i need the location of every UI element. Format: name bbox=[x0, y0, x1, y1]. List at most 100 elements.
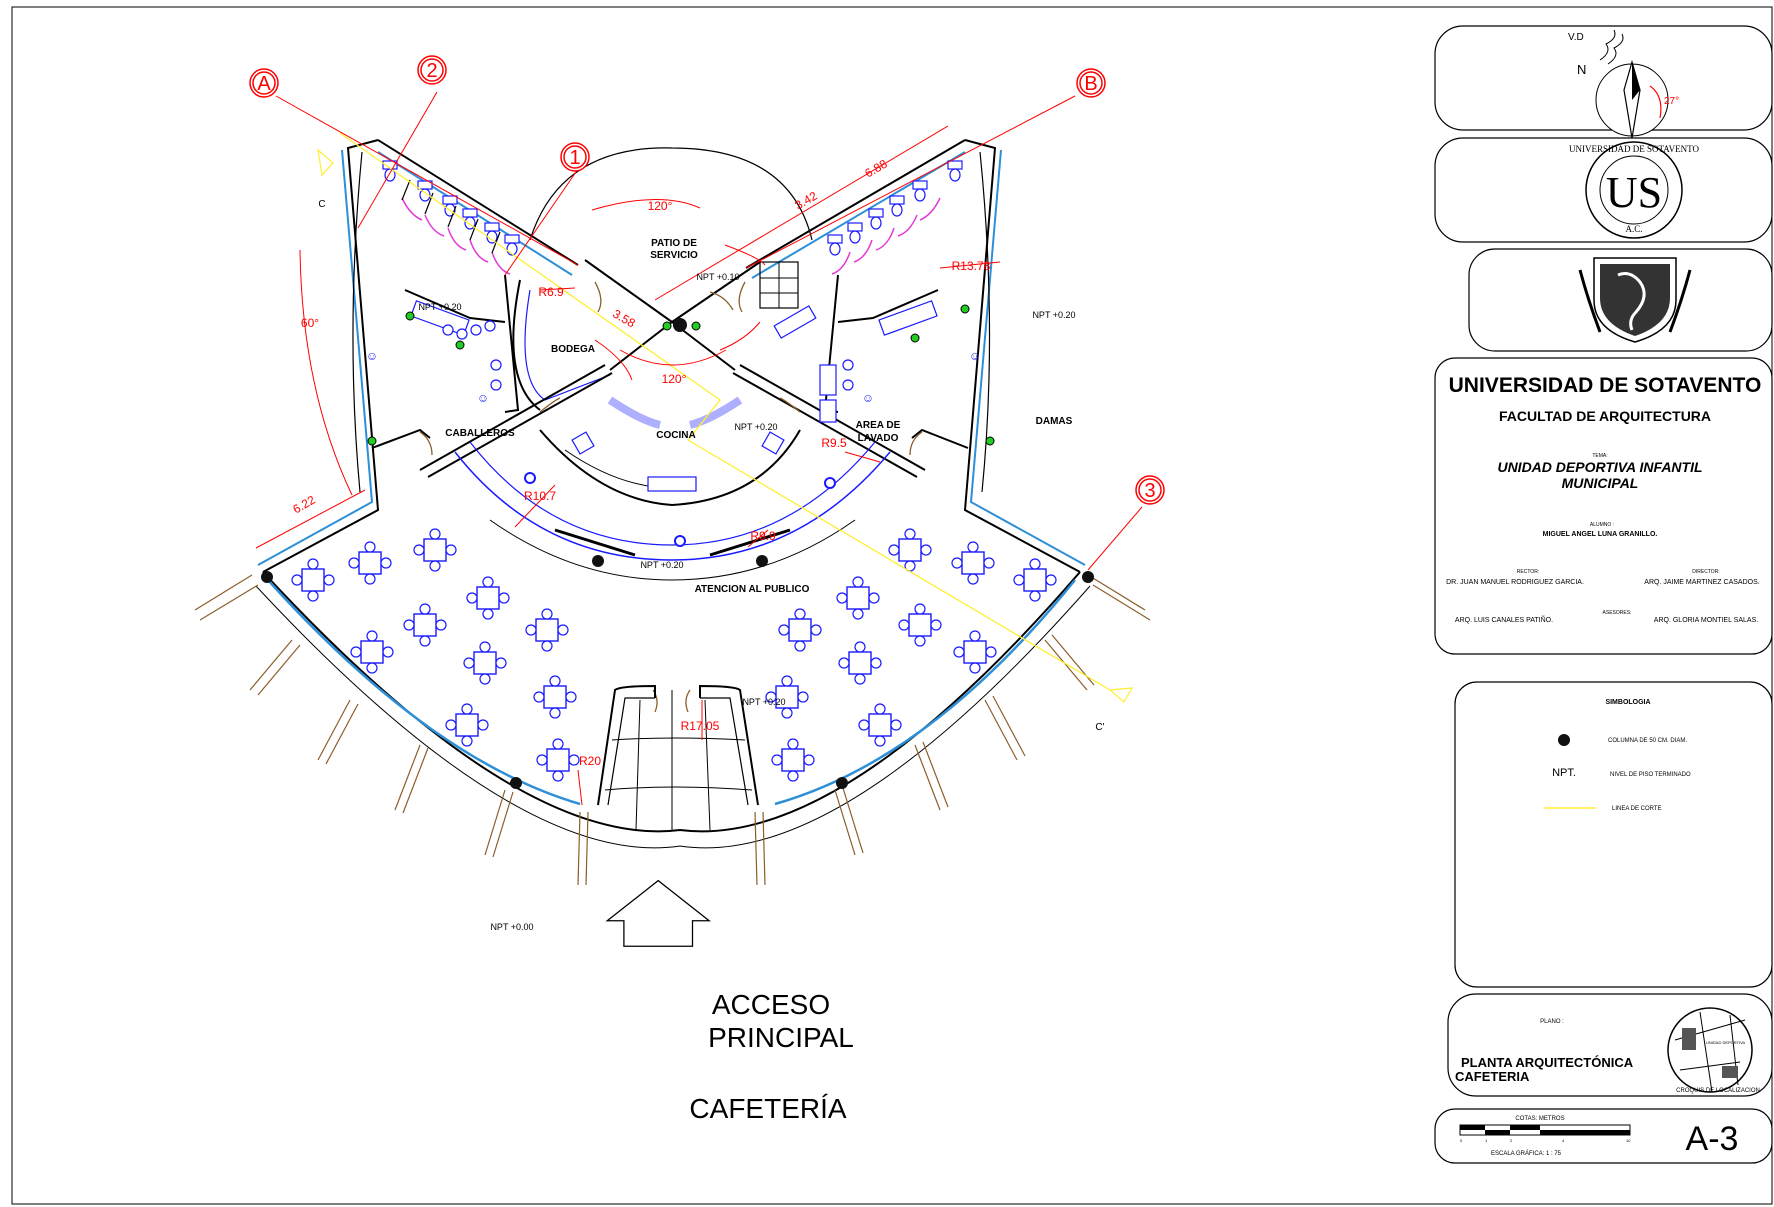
axis-label-3: 3 bbox=[1144, 480, 1155, 502]
axis-label-2: 2 bbox=[426, 60, 437, 82]
cotas-label: COTAS: METROS bbox=[1515, 1116, 1564, 1122]
scale-tick-10: 10 bbox=[1626, 1138, 1631, 1143]
university-name: UNIVERSIDAD DE SOTAVENTO bbox=[1449, 374, 1762, 397]
plano-title-1: PLANTA ARQUITECTÓNICA bbox=[1461, 1055, 1634, 1070]
room-bodega: BODEGA bbox=[551, 344, 595, 355]
left-wing-wall bbox=[262, 139, 380, 573]
room-area-de-lavado-2: LAVADO bbox=[858, 433, 899, 444]
rector-name: DR. JUAN MANUEL RODRIGUEZ GARCIA. bbox=[1446, 579, 1584, 586]
legend-title: SIMBOLOGIA bbox=[1605, 699, 1650, 706]
legend-column-text: COLUMNA DE 50 CM. DIAM. bbox=[1608, 738, 1687, 744]
director-label: DIRECTOR: bbox=[1692, 569, 1719, 575]
level-npt-010: NPT +0.10 bbox=[696, 272, 739, 282]
room-cocina: COCINA bbox=[656, 430, 695, 441]
axis-lines bbox=[275, 91, 1143, 571]
glass-arc-left bbox=[267, 579, 581, 806]
kitchen-arc bbox=[512, 279, 541, 411]
radius-13-78: R13.78 bbox=[952, 259, 991, 273]
section-label-c-prime: C' bbox=[1095, 722, 1104, 733]
north-angle-label: 27° bbox=[1664, 96, 1679, 107]
svg-text:☺: ☺ bbox=[477, 391, 489, 405]
asesor-2: ARQ. GLORIA MONTIEL SALAS. bbox=[1654, 617, 1758, 624]
plano-title-2: CAFETERIA bbox=[1455, 1069, 1530, 1084]
section-line bbox=[339, 132, 1111, 691]
legend-panel bbox=[1454, 681, 1773, 988]
dim-angle-120-bottom: 120° bbox=[662, 372, 687, 386]
seal-top-text: UNIVERSIDAD DE SOTAVENTO bbox=[1569, 144, 1699, 154]
room-caballeros: CABALLEROS bbox=[445, 428, 515, 439]
plano-label: PLANO : bbox=[1540, 1019, 1564, 1025]
room-patio-de-servicio: PATIO DE bbox=[651, 238, 697, 249]
alumno-name: MIGUEL ANGEL LUNA GRANILLO. bbox=[1543, 531, 1658, 538]
scale-tick-4: 4 bbox=[1562, 1138, 1565, 1143]
dim-angle-120-top: 120° bbox=[648, 199, 673, 213]
scale-tick-2: 2 bbox=[1510, 1138, 1513, 1143]
toilets-left bbox=[382, 160, 520, 256]
floor-plan: ☺ ☺ ☺ ☺ bbox=[194, 55, 1165, 1124]
director-name: ARQ. JAIME MARTINEZ CASADOS. bbox=[1644, 579, 1759, 586]
radius-6-9: R6.9 bbox=[538, 285, 564, 299]
room-atencion-al-publico: ATENCION AL PUBLICO bbox=[695, 584, 810, 595]
service-counter-arc bbox=[454, 451, 891, 561]
scale-label: ESCALA GRÁFICA: 1 : 75 bbox=[1491, 1150, 1562, 1157]
pergola-beams bbox=[194, 574, 1151, 886]
dim-angle-60: 60° bbox=[301, 316, 319, 330]
room-patio-de-servicio-2: SERVICIO bbox=[650, 250, 698, 261]
north-arrow-icon: 27° bbox=[1595, 29, 1679, 139]
tema-label: TEMA: bbox=[1592, 453, 1607, 459]
location-map-text: UNIDAD DEPORTIVA bbox=[1706, 1040, 1746, 1045]
asesor-1: ARQ. LUIS CANALES PATIÑO. bbox=[1455, 615, 1553, 624]
radius-10-7: R10.7 bbox=[524, 489, 556, 503]
level-npt-020-atencion: NPT +0.20 bbox=[640, 560, 683, 570]
access-arrow bbox=[605, 879, 711, 947]
patio-arc bbox=[529, 147, 813, 241]
graphic-scale-bar bbox=[1459, 1124, 1631, 1136]
info-panel bbox=[1434, 357, 1773, 655]
tema-line2: MUNICIPAL bbox=[1562, 475, 1639, 491]
access-label-line1: ACCESO bbox=[712, 989, 830, 1020]
legend-column-icon bbox=[1558, 734, 1570, 746]
tema-line1: UNIDAD DEPORTIVA INFANTIL bbox=[1497, 459, 1702, 475]
axis-label-a: A bbox=[257, 73, 271, 95]
right-wing-wall bbox=[963, 139, 1081, 573]
legend-section-text: LINEA DE CORTE bbox=[1612, 806, 1662, 812]
radius-17-05: R17.05 bbox=[681, 719, 720, 733]
dim-6-22: 6.22 bbox=[290, 492, 318, 516]
title-block: V.D N 27° US UNIVERSIDAD DE SOTAVENTO A.… bbox=[1434, 25, 1773, 1164]
axis-label-1: 1 bbox=[569, 147, 580, 169]
unam-crest-icon bbox=[1578, 257, 1692, 343]
croquis-label: CROQUIS DE LOCALIZACION bbox=[1676, 1088, 1760, 1094]
drawing-title: CAFETERÍA bbox=[689, 1093, 846, 1124]
alumno-label: ALUMNO : bbox=[1590, 522, 1614, 528]
asesores-label: ASESORES: bbox=[1603, 610, 1632, 616]
svg-text:☺: ☺ bbox=[366, 349, 378, 363]
seal-bottom-text: A.C. bbox=[1625, 224, 1642, 234]
dim-6-88: 6.88 bbox=[862, 156, 890, 180]
doors bbox=[419, 281, 923, 713]
level-npt-020-left: NPT +0.20 bbox=[418, 302, 461, 312]
location-map-icon: UNIDAD DEPORTIVA bbox=[1667, 1007, 1753, 1093]
dim-3-58: 3.58 bbox=[610, 307, 638, 331]
svg-text:☺: ☺ bbox=[862, 391, 874, 405]
level-npt-020-kitchen: NPT +0.20 bbox=[734, 422, 777, 432]
access-label-line2: PRINCIPAL bbox=[708, 1022, 854, 1053]
university-seal-icon: US UNIVERSIDAD DE SOTAVENTO A.C. bbox=[1569, 141, 1699, 239]
glass-arc-right bbox=[774, 579, 1076, 806]
faculty-name: FACULTAD DE ARQUITECTURA bbox=[1499, 408, 1711, 424]
dim-3-42: 3.42 bbox=[792, 188, 820, 212]
columns bbox=[261, 318, 1094, 789]
level-npt-000: NPT +0.00 bbox=[490, 922, 533, 932]
radius-9-9: R9.9 bbox=[750, 529, 776, 543]
north-n-label: N bbox=[1577, 62, 1586, 77]
scale-panel bbox=[1434, 1108, 1773, 1164]
section-label-c: C bbox=[318, 199, 325, 210]
level-npt-020-right: NPT +0.20 bbox=[1032, 310, 1075, 320]
stall-doors-left bbox=[401, 197, 511, 275]
scale-tick-1: 1 bbox=[1485, 1138, 1488, 1143]
radius-9-5: R9.5 bbox=[821, 436, 847, 450]
svg-text:☺: ☺ bbox=[969, 349, 981, 363]
legend-npt-text: NIVEL DE PISO TERMINADO bbox=[1610, 772, 1691, 778]
axis-label-b: B bbox=[1084, 73, 1097, 95]
sheet-number: A-3 bbox=[1686, 1120, 1739, 1158]
